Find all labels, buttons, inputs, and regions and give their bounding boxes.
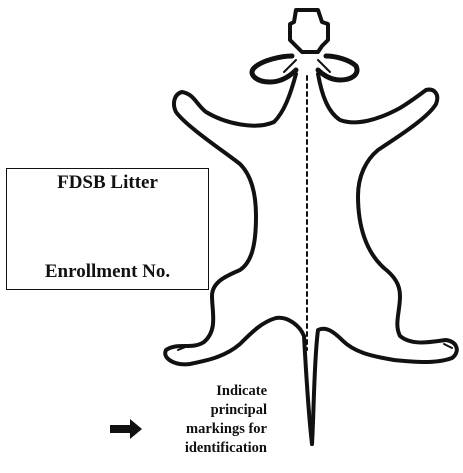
- markings-note-line: Indicate: [185, 382, 267, 401]
- markings-note-line: principal: [185, 401, 267, 420]
- markings-note-line: markings for: [185, 420, 267, 439]
- right-ear-outline: [318, 56, 357, 80]
- markings-note: Indicate principal markings for identifi…: [185, 382, 267, 458]
- left-ear-outline: [252, 56, 296, 82]
- enrollment-box-subtitle: Enrollment No.: [7, 261, 208, 283]
- enrollment-box-title: FDSB Litter: [7, 172, 208, 194]
- enrollment-box: FDSB Litter Enrollment No.: [6, 168, 209, 290]
- body-right-outline: [312, 74, 457, 444]
- right-paw-line: [444, 344, 452, 348]
- muzzle-outline: [290, 10, 328, 52]
- right-arrow-icon: [108, 417, 144, 441]
- markings-note-line: identification: [185, 439, 267, 458]
